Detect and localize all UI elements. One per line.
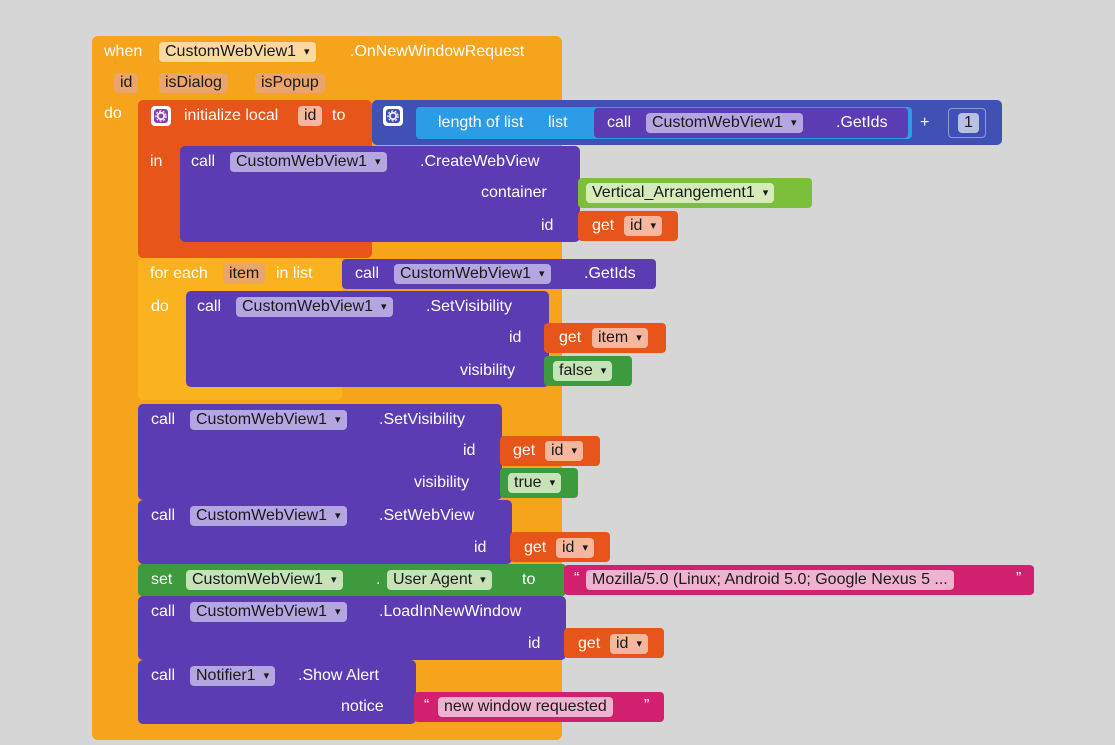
call-label: call [355,265,380,282]
id-label: id [509,329,522,346]
local-var-name[interactable]: id [298,106,323,126]
call-label: call [191,153,216,170]
get-label: get [524,539,547,556]
property-dropdown[interactable]: User Agent [387,570,492,590]
quote-open-icon: “ [424,697,430,714]
method-getids: .GetIds [836,114,888,131]
get-var-dropdown[interactable]: id [624,216,662,236]
to-label: to [522,571,536,588]
method-setvisibility: .SetVisibility [379,411,465,428]
component-dropdown[interactable]: CustomWebView1 [646,113,803,133]
call-label: call [151,667,176,684]
text-value-field[interactable]: Mozilla/5.0 (Linux; Android 5.0; Google … [586,570,954,590]
text-value-field[interactable]: new window requested [438,697,613,717]
call-label: call [607,114,632,131]
component-dropdown[interactable]: CustomWebView1 [190,506,347,526]
length-of-list-label: length of list [438,114,524,131]
in-list-label: in list [276,265,313,282]
component-dropdown[interactable]: CustomWebView1 [394,264,551,284]
component-dropdown[interactable]: Notifier1 [190,666,276,686]
component-dropdown[interactable]: CustomWebView1 [230,152,387,172]
get-label: get [592,217,615,234]
method-loadinnewwindow: .LoadInNewWindow [379,603,522,620]
component-dropdown[interactable]: CustomWebView1 [190,410,347,430]
number-value[interactable]: 1 [958,113,979,133]
init-to-label: to [332,107,346,124]
call-label: call [151,603,176,620]
method-setvisibility: .SetVisibility [426,298,512,315]
gear-icon[interactable] [151,106,171,126]
for-each-var[interactable]: item [223,264,266,284]
component-dropdown[interactable]: CustomWebView1 [236,297,393,317]
visibility-label: visibility [414,474,470,491]
plus-label: + [920,114,930,131]
param-isdialog[interactable]: isDialog [159,73,228,93]
for-each-label: for each [150,265,208,282]
method-show-alert: .Show Alert [298,667,379,684]
id-label: id [528,635,541,652]
get-var-dropdown[interactable]: item [592,328,648,348]
get-var-dropdown[interactable]: id [556,538,594,558]
param-ispopup[interactable]: isPopup [255,73,325,93]
call-label: call [151,411,176,428]
method-getids: .GetIds [584,265,636,282]
id-label: id [474,539,487,556]
visibility-label: visibility [460,362,516,379]
when-label: when [104,43,143,60]
quote-close-icon: ” [1016,570,1022,587]
id-label: id [463,442,476,459]
event-name: .OnNewWindowRequest [350,43,525,60]
quote-close-icon: ” [644,697,650,714]
param-id[interactable]: id [114,73,139,93]
container-dropdown[interactable]: Vertical_Arrangement1 [586,183,775,203]
get-label: get [578,635,601,652]
call-label: call [197,298,222,315]
quote-open-icon: “ [574,570,580,587]
get-label: get [559,329,582,346]
method-createwebview: .CreateWebView [420,153,540,170]
list-socket-label: list [548,114,568,131]
component-dropdown[interactable]: CustomWebView1 [190,602,347,622]
dot-label: . [376,571,381,588]
container-label: container [481,184,547,201]
boolean-dropdown[interactable]: false [553,361,613,381]
call-label: call [151,507,176,524]
initialize-local-label: initialize local [184,107,279,124]
get-var-dropdown[interactable]: id [610,634,648,654]
show-alert-block[interactable] [138,660,416,724]
for-each-do-label: do [151,298,169,315]
do-label: do [104,105,122,122]
set-label: set [151,571,173,588]
method-setwebview: .SetWebView [379,507,475,524]
get-var-dropdown[interactable]: id [545,441,583,461]
component-dropdown[interactable]: CustomWebView1 [186,570,343,590]
mutator-gear-icon[interactable] [383,106,403,126]
get-label: get [513,442,536,459]
event-component-dropdown[interactable]: CustomWebView1 [159,42,316,62]
id-label: id [541,217,554,234]
boolean-dropdown[interactable]: true [508,473,562,493]
init-in-label: in [150,153,163,170]
notice-label: notice [341,698,384,715]
